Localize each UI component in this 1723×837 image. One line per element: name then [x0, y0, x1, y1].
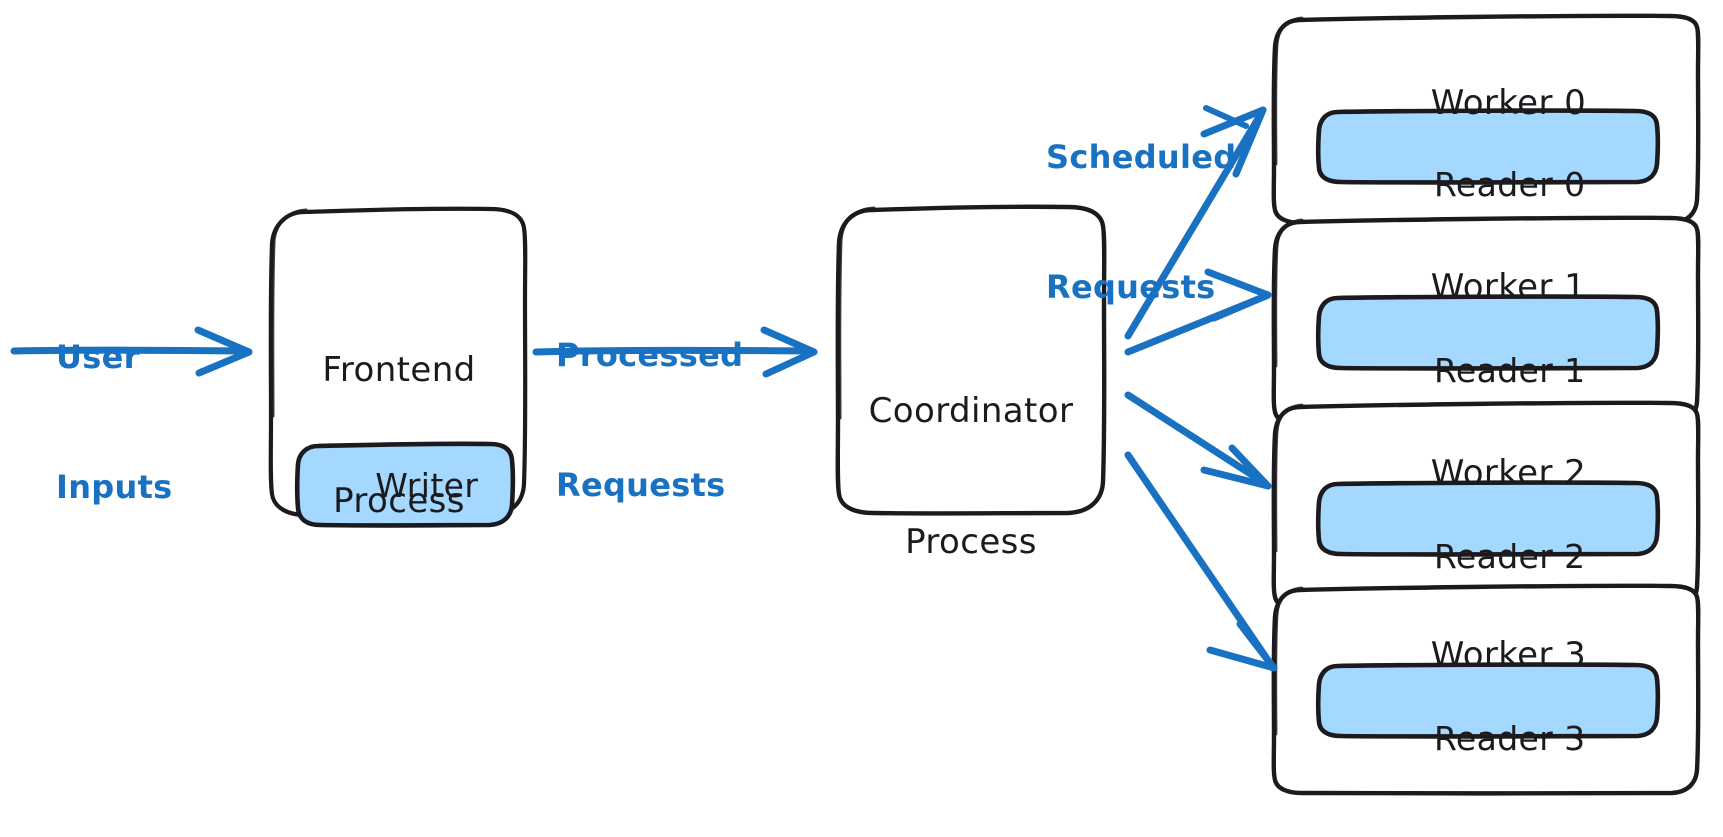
arrow-processed-requests [532, 326, 818, 378]
chip-reader-2[interactable] [1315, 480, 1661, 557]
arrow-coordinator-to-worker-3 [1124, 451, 1278, 672]
arrow-user-inputs [10, 326, 253, 377]
chip-writer[interactable] [294, 441, 516, 528]
chip-reader-0[interactable] [1315, 108, 1661, 185]
arrow-coordinator-to-worker-2 [1124, 391, 1272, 490]
node-coordinator-process[interactable] [835, 204, 1107, 516]
label-leader-scheduled [1203, 105, 1249, 129]
chip-reader-3[interactable] [1315, 662, 1661, 739]
chip-reader-1[interactable] [1315, 294, 1661, 371]
arrow-coordinator-to-worker-1 [1124, 268, 1272, 356]
